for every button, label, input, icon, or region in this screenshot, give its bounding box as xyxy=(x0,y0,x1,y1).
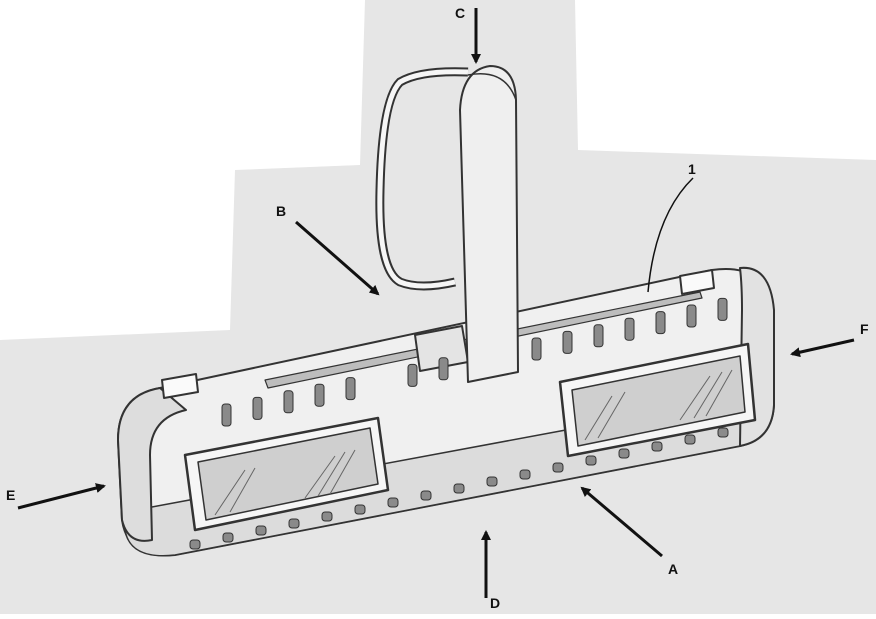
vent-slot xyxy=(387,497,399,508)
label-b: B xyxy=(276,203,286,219)
vent-slot xyxy=(624,317,635,341)
window-right-pane xyxy=(571,355,746,447)
vent-slot xyxy=(221,403,232,427)
label-e: E xyxy=(6,487,15,503)
vent-slot xyxy=(593,324,604,348)
arrow-e xyxy=(17,483,106,510)
vent-slot xyxy=(717,427,729,438)
vent-slot xyxy=(655,311,666,335)
right-clip xyxy=(679,269,715,295)
vent-slot xyxy=(519,469,531,480)
vent-slot xyxy=(438,357,449,381)
vent-slot xyxy=(222,532,234,543)
arrow-b xyxy=(295,220,380,296)
label-a: A xyxy=(668,561,678,577)
vent-slot xyxy=(531,337,542,361)
hanger-hook xyxy=(375,65,519,383)
leader-line-1 xyxy=(647,177,694,293)
vent-slot xyxy=(453,483,465,494)
arrow-f xyxy=(790,338,855,358)
window-right-hatching xyxy=(584,369,733,441)
vent-slot xyxy=(314,383,325,407)
vent-slot xyxy=(651,441,663,452)
left-clip xyxy=(161,373,199,399)
vent-slot xyxy=(255,525,267,536)
vent-slot xyxy=(486,476,498,487)
vent-slot xyxy=(407,363,418,387)
vent-slot xyxy=(585,455,597,466)
vent-slot xyxy=(562,330,573,354)
left-end-cap xyxy=(117,387,187,542)
hook-stem-edge xyxy=(467,73,517,101)
label-d: D xyxy=(490,595,500,611)
label-1: 1 xyxy=(688,161,696,177)
hanger-body xyxy=(117,266,775,557)
hook-stem xyxy=(459,65,519,383)
window-left-pane xyxy=(197,427,379,521)
hook-loop-inner xyxy=(377,69,469,289)
vent-slot xyxy=(283,390,294,414)
window-left-hatching xyxy=(214,449,356,516)
vent-slot xyxy=(420,490,432,501)
vent-slot xyxy=(717,297,728,321)
vent-slot xyxy=(288,518,300,529)
label-c: C xyxy=(455,5,465,21)
vent-slot xyxy=(354,504,366,515)
vent-slot xyxy=(686,304,697,328)
vent-slot xyxy=(345,377,356,401)
vent-slot xyxy=(684,434,696,445)
vent-slot xyxy=(321,511,333,522)
vent-slot xyxy=(252,396,263,420)
vent-slot xyxy=(618,448,630,459)
label-f: F xyxy=(860,321,869,337)
vent-slot xyxy=(552,462,564,473)
vent-slot xyxy=(189,539,201,550)
arrow-a xyxy=(580,486,663,558)
ventilation-slots xyxy=(189,297,729,550)
reference-arrows xyxy=(17,8,855,598)
